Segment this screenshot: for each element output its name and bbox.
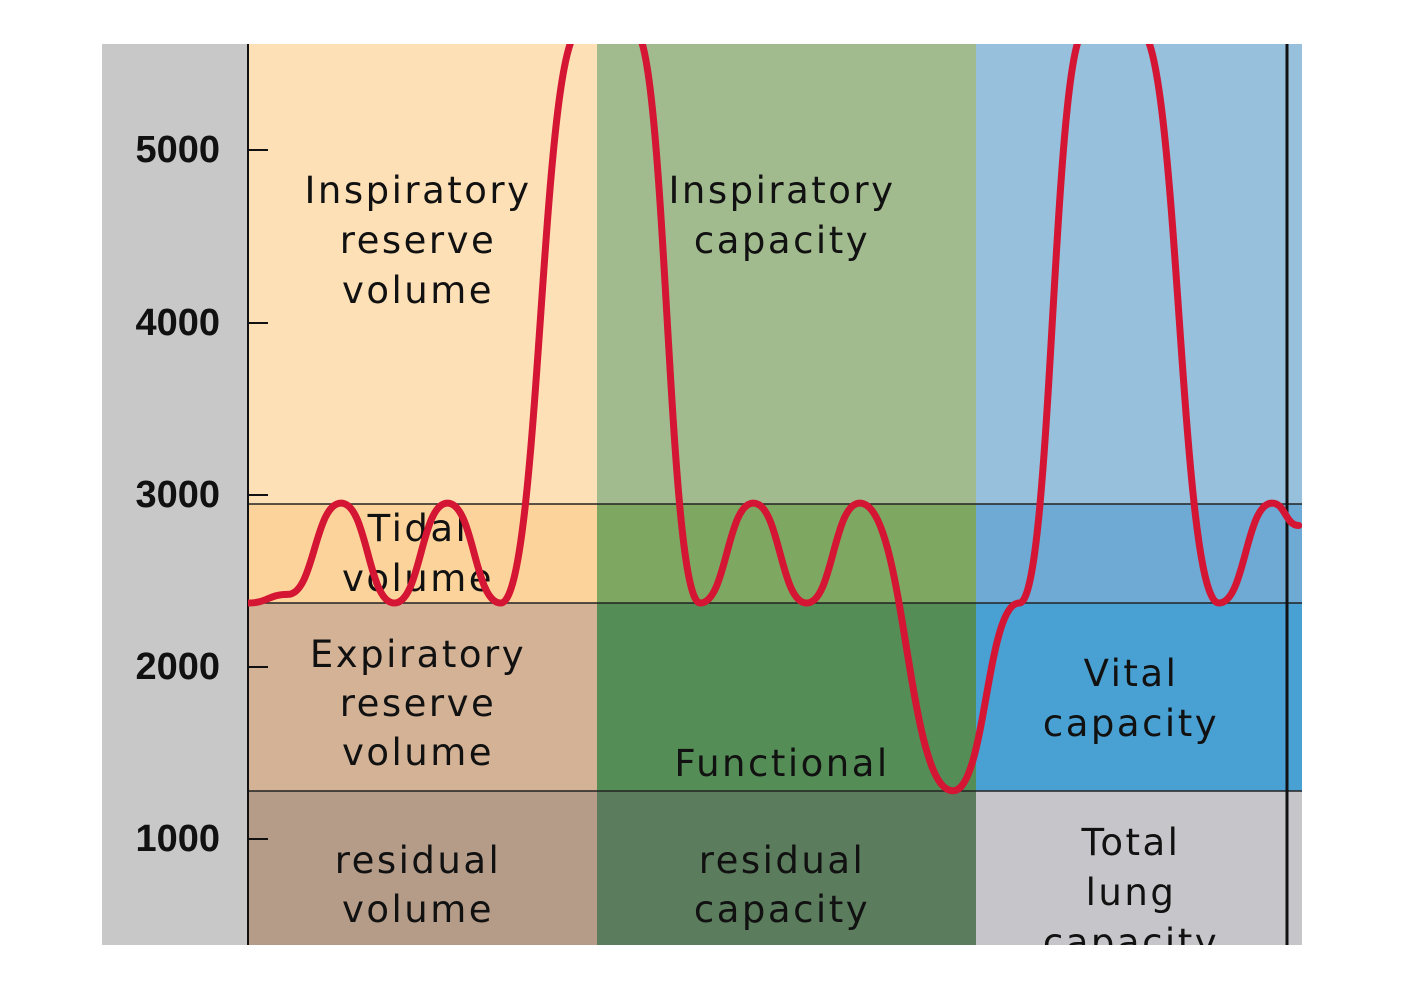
frc-label-line-2: capacity: [694, 888, 870, 931]
tlc-label-line-3: capacity: [1043, 921, 1219, 964]
erv-label: Expiratory reserve volume: [310, 633, 526, 774]
residual-volume-label: residual volume: [335, 839, 502, 931]
irv-region: [248, 44, 597, 504]
erv-label-line-1: Expiratory: [310, 633, 526, 676]
tlc-label-line-1: Total: [1081, 821, 1181, 864]
y-tick-label-5000: 5000: [135, 129, 220, 171]
vc-label-line-2: capacity: [1043, 702, 1219, 745]
irv-label-line-1: Inspiratory: [304, 169, 531, 212]
axis-background: [102, 44, 248, 945]
frc-region-lower: [597, 791, 976, 945]
frc-label-line-1: residual: [699, 839, 866, 882]
y-tick-labels: 5000 4000 3000 2000 1000: [135, 129, 220, 860]
erv-label-line-2: reserve: [340, 682, 497, 725]
breathing-trace-line: [248, 44, 1302, 795]
tidal-label-line-1: Tidal: [367, 507, 469, 550]
erv-region: [248, 603, 597, 791]
inspiratory-capacity-label: Inspiratory capacity: [668, 169, 895, 262]
inspiratory-capacity-region: [597, 44, 976, 504]
vital-capacity-label: Vital capacity: [1043, 652, 1219, 745]
irv-label-line-3: volume: [342, 269, 494, 312]
rv-label-line-2: volume: [342, 888, 494, 931]
vital-capacity-region: [976, 603, 1302, 791]
frc-label-top: Functional: [674, 742, 889, 785]
tlc-label-line-2: lung: [1086, 871, 1177, 914]
rv-label-line-1: residual: [335, 839, 502, 882]
irv-label-line-2: reserve: [340, 219, 497, 262]
ic-label-line-1: Inspiratory: [668, 169, 895, 212]
y-tick-label-1000: 1000: [135, 818, 220, 860]
y-tick-label-2000: 2000: [135, 646, 220, 688]
irv-label: Inspiratory reserve volume: [304, 169, 531, 312]
total-lung-capacity-label: Total lung capacity: [1043, 821, 1219, 964]
residual-volume-region: [248, 791, 597, 945]
total-lung-capacity-region: [976, 791, 1302, 945]
y-ticks: [248, 149, 268, 840]
tidal-band-col2: [597, 504, 976, 603]
frc-label: Functional residual capacity: [674, 742, 889, 931]
y-tick-label-4000: 4000: [135, 302, 220, 344]
vc-upper-region: [976, 44, 1302, 504]
ic-label-line-2: capacity: [694, 219, 870, 262]
vc-label-line-1: Vital: [1084, 652, 1179, 695]
erv-label-line-3: volume: [342, 731, 494, 774]
y-tick-label-3000: 3000: [135, 474, 220, 516]
